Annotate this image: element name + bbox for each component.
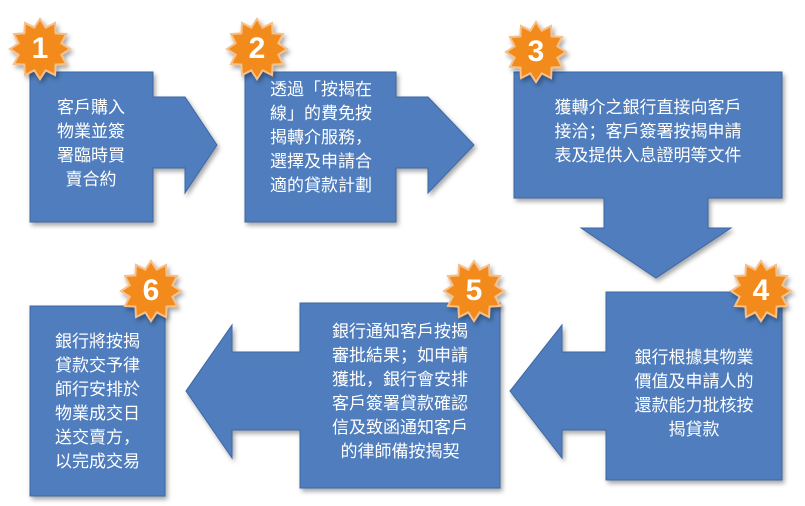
step-1-text: 客戶購入 物業並簽 署臨時買 賣合約 — [57, 98, 125, 190]
step-2-arrow-box — [244, 71, 475, 223]
step-4-badge — [729, 259, 793, 323]
step-3-number: 3 — [527, 35, 545, 68]
step-4-text: 銀行根據其物業 價值及申請人的 還款能力批核按 揭貸款 — [634, 348, 754, 440]
step-6-badge — [119, 259, 183, 323]
step-1-number: 1 — [31, 32, 49, 65]
step-5-text: 銀行通知客戶按揭 審批結果；如申請 獲批，銀行會安排 客戶簽署貸款確認 信及致函… — [332, 322, 468, 462]
step-4-arrow-box — [509, 291, 783, 481]
step-2-badge — [225, 17, 289, 81]
step-5-badge — [442, 259, 506, 323]
step-2-text: 透過「按揭在 線」的費免按 揭轉介服務， 選擇及申請合 適的貸款計劃 — [270, 80, 372, 196]
step-3-text: 獲轉介之銀行直接向客戶 接洽；客戶簽署按揭申請 表及提供入息證明等文件 — [554, 98, 742, 166]
step-1-arrow-box — [29, 71, 218, 223]
step-6-box — [29, 305, 166, 497]
step-3-badge — [504, 20, 568, 84]
step-6-text: 銀行將按揭 貸款交予律 師行安排於 物業成交日 送交賣方， 以完成交易 — [55, 332, 140, 472]
step-4-number: 4 — [752, 274, 770, 307]
step-3-arrow-box — [513, 71, 783, 279]
step-6-number: 6 — [142, 274, 160, 307]
step-1-badge — [8, 17, 72, 81]
step-2-number: 2 — [248, 32, 266, 65]
step-5-number: 5 — [465, 274, 483, 307]
step-5-arrow-box — [185, 302, 501, 489]
